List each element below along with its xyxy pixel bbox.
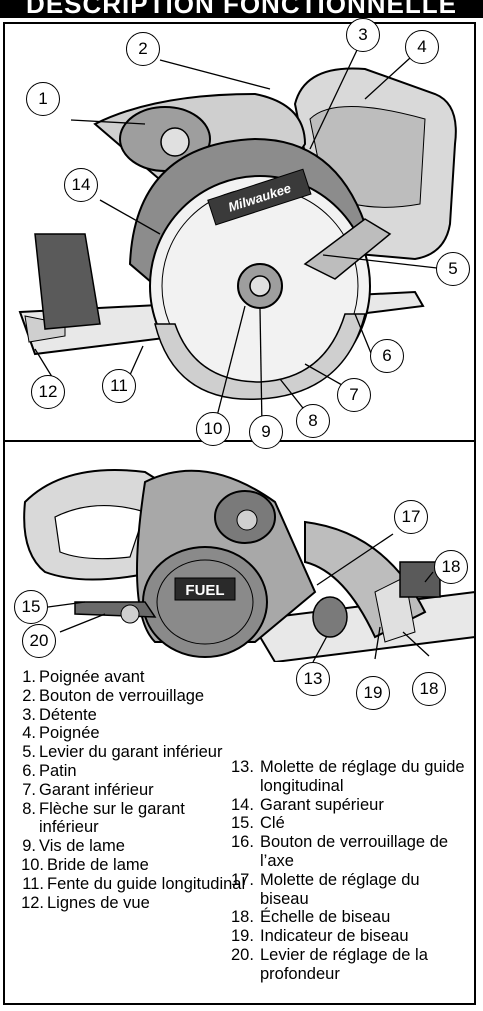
callout-10: 10 bbox=[196, 412, 230, 446]
legend-num: 20. bbox=[231, 945, 254, 964]
legend-item: 17. Molette de réglage du biseau bbox=[231, 871, 471, 909]
legend-item: 3.Détente bbox=[16, 706, 246, 725]
callout-11: 11 bbox=[102, 369, 136, 403]
callout-12: 12 bbox=[31, 375, 65, 409]
section-header: DESCRIPTION FONCTIONNELLE bbox=[0, 0, 483, 18]
legend-num: 4. bbox=[22, 724, 36, 743]
callout-2: 2 bbox=[126, 32, 160, 66]
legend-num: 13. bbox=[231, 758, 254, 776]
callout-13: 13 bbox=[296, 662, 330, 696]
legend-num: 2. bbox=[22, 686, 36, 705]
legend-num: 15. bbox=[231, 814, 254, 833]
legend-text: Molette de réglage du guide longitudinal bbox=[260, 758, 465, 795]
legend-num: 5. bbox=[22, 743, 36, 762]
callout-18: 18 bbox=[412, 672, 446, 706]
legend-text: Molette de réglage du biseau bbox=[260, 870, 420, 908]
legend-item: 18. Échelle de biseau bbox=[231, 908, 471, 927]
legend-num: 14. bbox=[231, 795, 254, 814]
callout-4: 4 bbox=[405, 30, 439, 64]
illustration-frame bbox=[3, 22, 476, 1005]
legend-num: 18. bbox=[231, 908, 254, 927]
callout-5: 5 bbox=[436, 252, 470, 286]
legend-item: 13. Molette de réglage du guide longitudi… bbox=[231, 758, 471, 796]
callout-6: 6 bbox=[370, 339, 404, 373]
legend-item: 7.Garant inférieur bbox=[16, 781, 246, 800]
legend-num: 7. bbox=[22, 780, 36, 799]
legend-text: Levier de réglage de la profondeur bbox=[260, 945, 428, 983]
legend-num: 19. bbox=[231, 927, 254, 946]
legend-text: Lignes de vue bbox=[47, 893, 150, 912]
legend-text: Indicateur de biseau bbox=[260, 927, 409, 946]
legend-text: Bouton de verrouillage de l’axe bbox=[260, 833, 449, 870]
callout-20: 20 bbox=[22, 624, 56, 658]
legend-text: Poignée avant bbox=[39, 668, 145, 686]
legend-item: 19. Indicateur de biseau bbox=[231, 927, 471, 946]
legend-num: 1. bbox=[22, 668, 36, 686]
saw-perspective-illustration: FUEL bbox=[23, 469, 476, 662]
legend-text: Fente du guide longitudinal bbox=[47, 874, 246, 893]
legend-item: 4.Poignée bbox=[16, 724, 246, 743]
legend-text: Bride de lame bbox=[47, 855, 149, 874]
legend-num: 10. bbox=[21, 855, 44, 874]
callout-7: 7 bbox=[337, 378, 371, 412]
legend-text: Bouton de verrouillage bbox=[39, 686, 205, 705]
brand-logo-bottom: FUEL bbox=[185, 582, 224, 599]
legend-text: Levier du garant inférieur bbox=[39, 743, 223, 762]
callout-15: 15 bbox=[14, 590, 48, 624]
legend-item: 5.Levier du garant inférieur bbox=[16, 743, 246, 762]
legend-text: Flèche sur le garant inférieur bbox=[39, 799, 185, 837]
legend-item: 14. Garant supérieur bbox=[231, 796, 471, 815]
callout-16: 17 bbox=[394, 500, 428, 534]
legend-num: 8. bbox=[22, 799, 36, 818]
legend-item: 11.Fente du guide longitudinal bbox=[16, 875, 246, 894]
legend-item: 20. Levier de réglage de la profondeur bbox=[231, 946, 471, 984]
panel-divider bbox=[3, 440, 476, 442]
legend-text: Poignée bbox=[39, 724, 100, 743]
legend-num: 3. bbox=[22, 705, 36, 724]
legend-num: 11. bbox=[22, 874, 44, 893]
legend-num: 16. bbox=[231, 833, 254, 852]
legend-item: 15. Clé bbox=[231, 814, 471, 833]
callout-17: 18 bbox=[434, 550, 468, 584]
legend-num: 17. bbox=[231, 870, 254, 889]
legend-text: Patin bbox=[39, 761, 77, 780]
callout-8: 8 bbox=[296, 404, 330, 438]
legend-text: Échelle de biseau bbox=[260, 908, 391, 927]
callout-14: 14 bbox=[64, 168, 98, 202]
legend-right-column: 13. Molette de réglage du guide longitudi… bbox=[231, 758, 471, 984]
legend-item: 16. Bouton de verrouillage de l’axe bbox=[231, 833, 471, 871]
legend-left-column: 1.Poignée avant 2.Bouton de verrouillage… bbox=[16, 668, 246, 912]
legend-item: 12.Lignes de vue bbox=[16, 894, 246, 913]
callout-3: 3 bbox=[346, 18, 380, 52]
legend-text: Vis de lame bbox=[39, 837, 125, 856]
callout-19: 19 bbox=[356, 676, 390, 710]
legend-text: Détente bbox=[39, 705, 97, 724]
section-title: DESCRIPTION FONCTIONNELLE bbox=[26, 0, 457, 18]
legend-item: 6.Patin bbox=[16, 762, 246, 781]
legend-item: 10.Bride de lame bbox=[16, 856, 246, 875]
legend-text: Clé bbox=[260, 814, 285, 833]
callout-9: 9 bbox=[249, 415, 283, 449]
legend-item: 2.Bouton de verrouillage bbox=[16, 687, 246, 706]
legend-text: Garant inférieur bbox=[39, 780, 154, 799]
legend-text: Garant supérieur bbox=[260, 795, 384, 814]
legend-item: 1.Poignée avant bbox=[16, 668, 246, 687]
legend-num: 6. bbox=[22, 761, 36, 780]
callout-1: 1 bbox=[26, 82, 60, 116]
legend-num: 12. bbox=[21, 893, 44, 912]
legend-item: 8.Flèche sur le garant inférieur bbox=[16, 800, 246, 838]
saw-side-view-illustration: Milwaukee bbox=[18, 47, 457, 428]
legend-num: 9. bbox=[22, 837, 36, 856]
legend-item: 9.Vis de lame bbox=[16, 837, 246, 856]
